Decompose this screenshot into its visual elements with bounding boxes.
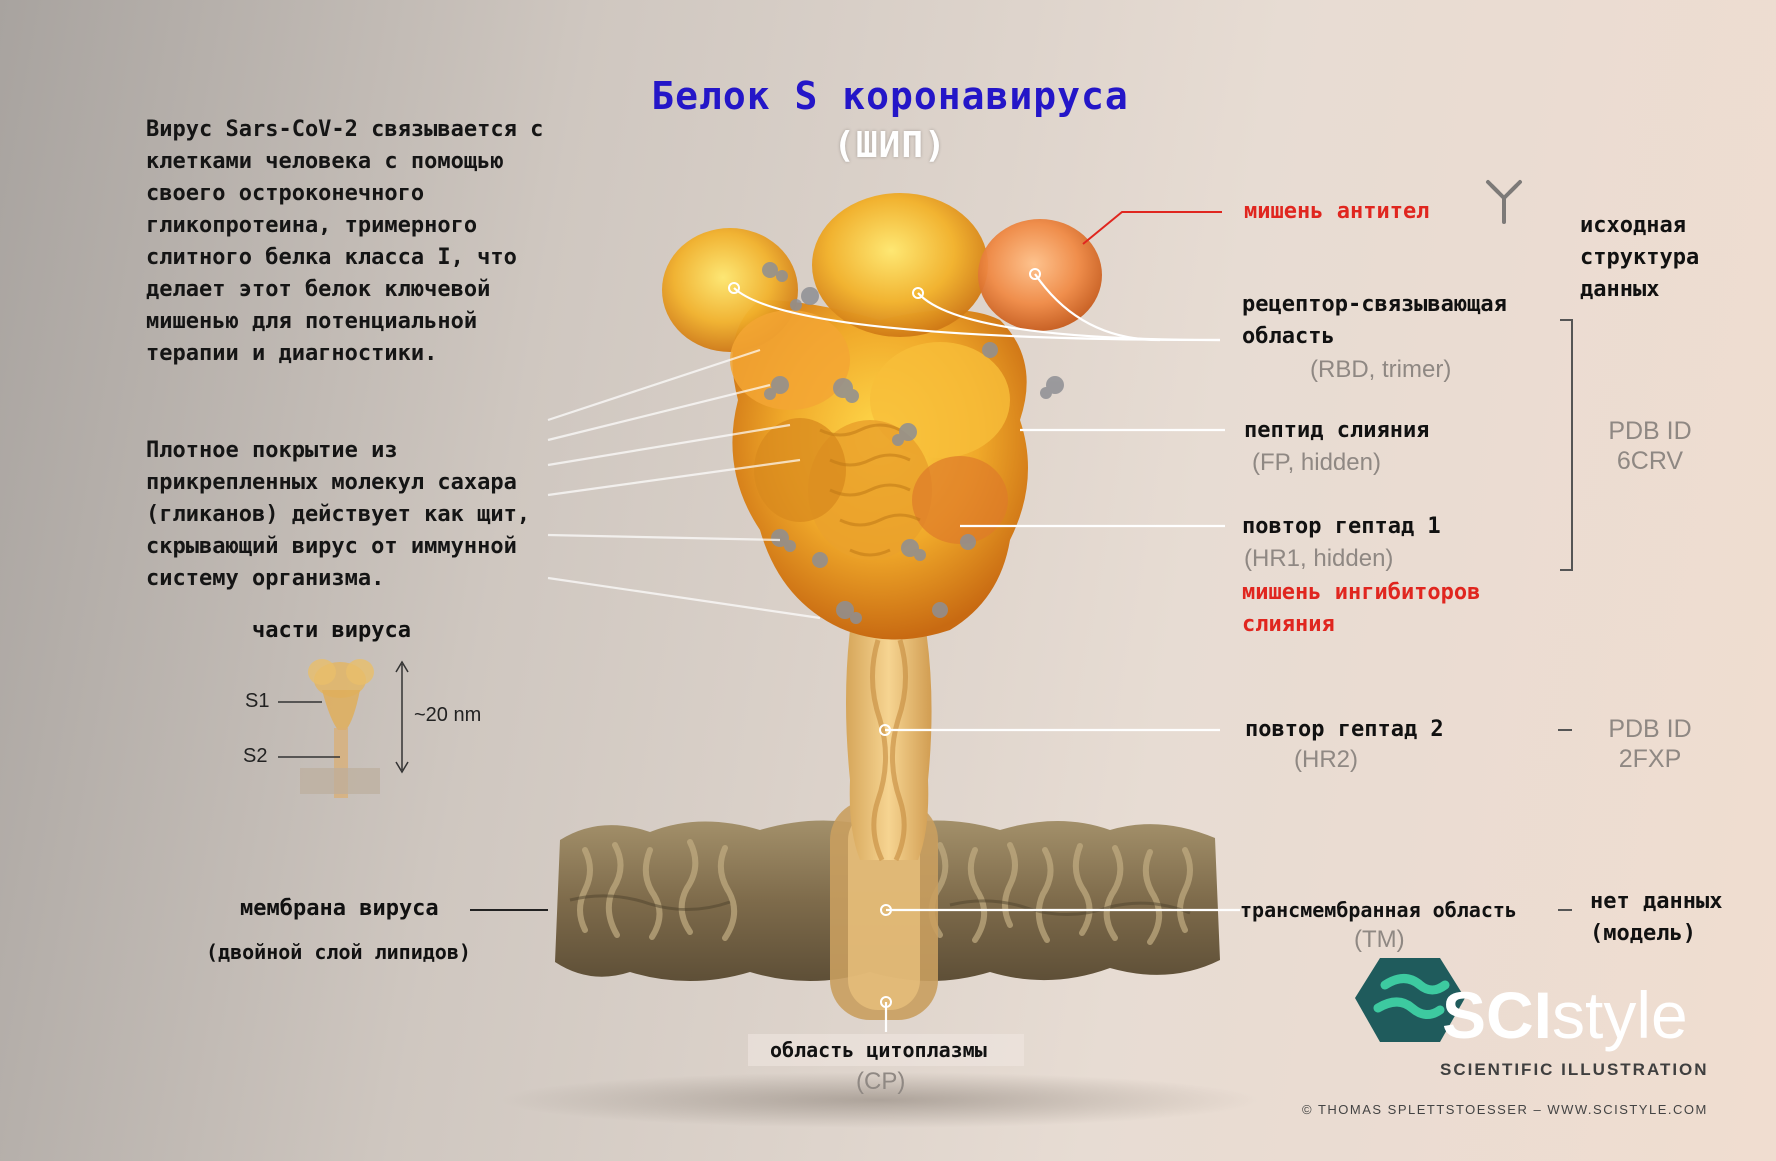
brand-name: SCIstyle	[1442, 980, 1688, 1050]
glycan-line: (гликанов) действует как щит,	[146, 502, 531, 527]
hr1-label: повтор гептад 1	[1242, 514, 1441, 539]
glycan-paragraph: Плотное покрытие из прикрепленных молеку…	[146, 435, 530, 595]
intro-line: клетками человека с помощью	[146, 149, 504, 174]
pdb-label: PDB ID	[1608, 417, 1692, 445]
fusion-peptide-sublabel: (FP, hidden)	[1252, 449, 1381, 476]
pdb-2fxp: PDB ID 2FXP	[1590, 714, 1710, 774]
fusion-inhibitor-target-line1: мишень ингибиторов	[1242, 580, 1481, 605]
glycan-line: скрывающий вирус от иммунной	[146, 534, 517, 559]
hr2-sublabel: (HR2)	[1294, 746, 1358, 773]
intro-line: мишенью для потенциальной	[146, 309, 478, 334]
pdb-id: 6CRV	[1616, 447, 1684, 475]
scistyle-logo-mark	[1355, 958, 1465, 1042]
glycan-line: систему организма.	[146, 566, 385, 591]
no-data-line: (модель)	[1590, 921, 1696, 946]
rbd-label-line2: область	[1242, 324, 1335, 349]
source-heading: исходная структура данных	[1580, 210, 1699, 306]
transmembrane-sublabel: (TM)	[1354, 926, 1405, 953]
cytoplasm-sublabel: (CP)	[856, 1068, 906, 1095]
inset-spike	[278, 659, 409, 798]
inset-title: части вируса	[252, 618, 411, 643]
membrane-label: мембрана вируса	[240, 896, 439, 921]
rbd-label-line1: рецептор-связывающая	[1242, 292, 1507, 317]
fusion-peptide-label: пептид слияния	[1244, 418, 1430, 443]
subtitle: (ШИП)	[833, 125, 947, 166]
glycan-line: Плотное покрытие из	[146, 438, 398, 463]
brand-credit: © THOMAS SPLETTSTOESSER – WWW.SCISTYLE.C…	[1302, 1102, 1708, 1117]
cytoplasm-label-box	[748, 1034, 1024, 1066]
pdb-label: PDB ID	[1608, 715, 1692, 743]
intro-line: слитного белка класса I, что	[146, 245, 517, 270]
inset-s1-label: S1	[245, 690, 270, 712]
source-heading-line: исходная	[1580, 213, 1686, 238]
intro-line: делает этот белок ключевой	[146, 277, 491, 302]
leader-lines	[547, 273, 1240, 1032]
leader-dots	[728, 268, 1041, 1008]
cytoplasm-label: область цитоплазмы	[770, 1038, 987, 1062]
intro-line: терапии и диагностики.	[146, 341, 438, 366]
antibody-target-label: мишень антител	[1244, 199, 1430, 224]
hr1-sublabel: (HR1, hidden)	[1244, 545, 1394, 572]
inset-size-label: ~20 nm	[414, 704, 482, 726]
no-data-line: нет данных	[1590, 889, 1723, 914]
hr2-label: повтор гептад 2	[1245, 717, 1444, 742]
brand-name-bold: SCI	[1442, 978, 1553, 1052]
intro-line: Вирус Sars-CoV-2 связывается с	[146, 117, 544, 142]
inset-s2-label: S2	[243, 745, 268, 767]
membrane-sublabel: (двойной слой липидов)	[206, 940, 471, 964]
no-data-note: нет данных (модель)	[1590, 886, 1722, 950]
title: Белок S коронавируса	[651, 74, 1129, 118]
pdb-bracket	[1560, 319, 1573, 571]
rbd-sublabel: (RBD, trimer)	[1310, 356, 1452, 383]
intro-line: своего остроконечного	[146, 181, 425, 206]
pdb-6crv: PDB ID 6CRV	[1590, 416, 1710, 476]
source-heading-line: данных	[1580, 277, 1660, 302]
spike-head	[662, 193, 1102, 640]
brand-name-light: style	[1552, 978, 1688, 1052]
intro-paragraph: Вирус Sars-CoV-2 связывается с клетками …	[146, 114, 543, 370]
intro-line: гликопротеина, тримерного	[146, 213, 478, 238]
antibody-leader	[1082, 211, 1222, 245]
fusion-inhibitor-target-line2: слияния	[1242, 612, 1335, 637]
glycan-line: прикрепленных молекул сахара	[146, 470, 517, 495]
brand-tagline: SCIENTIFIC ILLUSTRATION	[1440, 1060, 1709, 1079]
stalk-hr2	[846, 630, 932, 862]
antibody-icon	[1486, 180, 1522, 224]
transmembrane-label: трансмембранная область	[1240, 898, 1517, 922]
source-heading-line: структура	[1580, 245, 1700, 270]
pdb-id: 2FXP	[1618, 745, 1682, 773]
